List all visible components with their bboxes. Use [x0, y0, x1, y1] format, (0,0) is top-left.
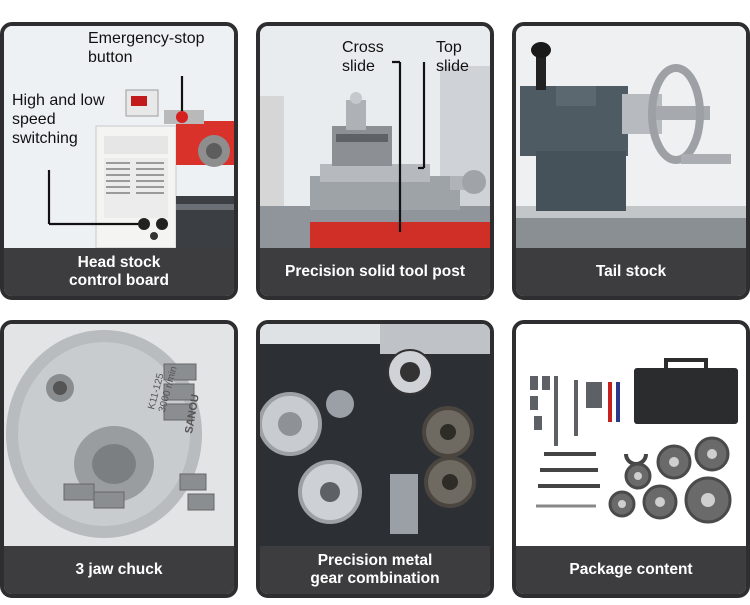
card-package: Package content: [512, 320, 750, 598]
card-gears: Precision metal gear combination: [256, 320, 494, 598]
card-caption: Head stock control board: [4, 248, 234, 296]
head-stock-photo: [4, 26, 234, 248]
emergency-stop-label: Emergency-stop button: [88, 30, 205, 66]
card-head-stock: Emergency-stop button High and low speed…: [0, 22, 238, 300]
card-chuck: K11-1253000 r/min SANOU 3 jaw chuck: [0, 320, 238, 598]
top-slide-label: Top slide: [436, 39, 469, 75]
card-caption: Precision solid tool post: [260, 248, 490, 296]
card-caption: 3 jaw chuck: [4, 546, 234, 594]
card-tool-post: Cross slide Top slide Precision solid to…: [256, 22, 494, 300]
card-caption: Precision metal gear combination: [260, 546, 490, 594]
tool-post-photo: [260, 26, 490, 248]
package-photo: [516, 324, 746, 546]
tail-stock-photo: [516, 26, 746, 248]
cross-slide-label: Cross slide: [342, 39, 384, 75]
gears-photo: [260, 324, 490, 546]
card-caption: Tail stock: [516, 248, 746, 296]
card-tail-stock: Tail stock: [512, 22, 750, 300]
chuck-photo: K11-1253000 r/min SANOU: [4, 324, 234, 546]
card-caption: Package content: [516, 546, 746, 594]
speed-switch-label: High and low speed switching: [12, 92, 105, 147]
